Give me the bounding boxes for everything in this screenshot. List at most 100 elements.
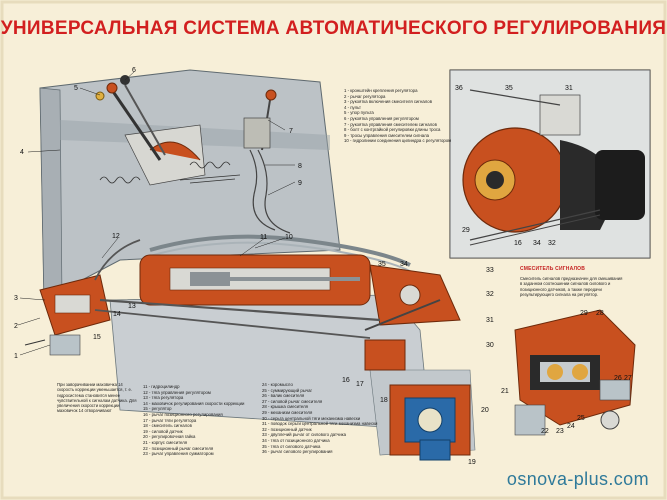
legend-item: 8 - болт с контргайкой регулировки длины… <box>344 127 441 133</box>
callout-7: 7 <box>289 128 293 135</box>
callout-4: 4 <box>20 149 24 156</box>
inset-callout-16: 16 <box>514 240 522 247</box>
inset-callout-34: 34 <box>533 240 541 247</box>
mixer-callout-29: 29 <box>580 310 588 317</box>
main-callouts: 4 5 6 7 8 9 10 11 12 13 14 15 3 2 1 16 1… <box>14 67 494 466</box>
callout-9: 9 <box>298 180 302 187</box>
callout-13: 13 <box>128 303 136 310</box>
callout-3: 3 <box>14 295 18 302</box>
callout-31: 31 <box>486 317 494 324</box>
legend-item: 12 - тяга управления регулятором <box>143 389 211 395</box>
mixer-callout-26: 26 <box>614 375 622 382</box>
callout-20: 20 <box>481 407 489 414</box>
inset-callouts: 36 35 31 29 16 34 32 <box>455 85 573 247</box>
mixer-callout-21: 21 <box>501 388 509 395</box>
legend-item: 5 - упор пульта <box>344 110 374 116</box>
legend-item: 15 - регулятор <box>143 406 172 412</box>
regulator <box>24 274 111 356</box>
legend-item: 4 - пульт <box>344 104 361 110</box>
watermark: osnova-plus.com <box>506 469 649 489</box>
legend-item: 28 - крышка смесителя <box>262 404 309 410</box>
legend-item: 19 - силовой датчик <box>143 428 183 434</box>
callout-33: 33 <box>486 267 494 274</box>
callout-17: 17 <box>356 381 364 388</box>
mixer-cutaway <box>514 309 636 436</box>
callout-1: 1 <box>14 353 18 360</box>
mixer-callout-23: 23 <box>556 428 564 435</box>
legend-item: 14 - маховичок регулирования скорости ко… <box>143 400 245 406</box>
callout-32: 32 <box>486 291 494 298</box>
legend-item: 34 - тяга от позиционного датчика <box>262 437 330 443</box>
callout-8: 8 <box>298 163 302 170</box>
callout-35: 35 <box>378 261 386 268</box>
legend-item: 13 - тяга регулятора <box>143 395 184 401</box>
legend-item: 35 - тяга от силового датчика <box>262 443 321 449</box>
mixer-callout-22: 22 <box>541 428 549 435</box>
inset-callout-35: 35 <box>505 85 513 92</box>
legend-bottom-col1: 11 - гидроцилиндр 12 - тяга управления р… <box>143 384 244 457</box>
callout-10: 10 <box>285 234 293 241</box>
mixer-callout-28: 28 <box>596 310 604 317</box>
regulator-rod <box>99 298 381 322</box>
legend-item: 25 - суммирующий рычаг <box>262 387 313 393</box>
inset-callout-29: 29 <box>462 227 470 234</box>
legend-item: 24 - коромысло <box>262 382 293 387</box>
force-sensor <box>389 384 471 461</box>
callout-16: 16 <box>342 377 350 384</box>
callout-11: 11 <box>260 234 267 241</box>
hydraulic-cylinder <box>139 254 461 326</box>
callout-19: 19 <box>468 459 476 466</box>
legend-item: 9 - тросы управления смесителем сигнала <box>344 132 430 138</box>
mixer-title: СМЕСИТЕЛЬ СИГНАЛОВ <box>520 266 586 272</box>
legend-top: 1 - кронштейн крепления регулятора 2 - р… <box>344 88 452 144</box>
legend-item: 3 - рукоятка включения смесителя сигнало… <box>344 99 432 105</box>
callout-30: 30 <box>486 342 494 349</box>
mixer-control-knob <box>243 89 291 234</box>
callout-14: 14 <box>113 311 121 318</box>
legend-item: 29 - механизм смесителя <box>262 409 313 415</box>
hydraulic-line <box>149 234 411 267</box>
legend-item: 26 - валик смесителя <box>262 393 305 399</box>
inset-regulator-panel <box>449 69 651 259</box>
lever-assembly <box>95 75 241 186</box>
callout-15: 15 <box>93 334 101 341</box>
legend-item: 11 - гидроцилиндр <box>143 384 180 389</box>
legend-item: 6 - рукоятка управления регулятором <box>344 115 419 121</box>
legend-bottom-col2: 24 - коромысло 25 - суммирующий рычаг 26… <box>262 382 377 455</box>
inset-callout-32: 32 <box>548 240 556 247</box>
legend-item: 32 - позиционный датчик <box>262 426 312 432</box>
legend-item: 18 - смеситель сигналов <box>143 423 192 429</box>
mixer-callout-27: 27 <box>624 375 632 382</box>
legend-item: 7 - рукоятка управления смесителем сигна… <box>344 121 437 127</box>
leader-lines <box>17 71 296 356</box>
legend-item: 17 - рычаг тяги регулятора <box>143 417 197 423</box>
legend-item: 1 - кронштейн крепления регулятора <box>344 88 418 93</box>
legend-item: 23 - рычаг управления сумматором <box>143 451 214 457</box>
correction-note: При заворачивании маховичка 14 скорость … <box>57 382 137 414</box>
callout-34: 34 <box>400 261 408 268</box>
page-title: УНИВЕРСАЛЬНАЯ СИСТЕМА АВТОМАТИЧЕСКОГО РЕ… <box>0 18 667 39</box>
callout-2: 2 <box>14 323 18 330</box>
inset-callout-31: 31 <box>565 85 573 92</box>
legend-item: 33 - двуплечий рычаг от силового датчика <box>262 432 347 438</box>
callout-6: 6 <box>132 67 136 74</box>
legend-item: 2 - рычаг регулятора <box>344 93 386 99</box>
legend-item: 22 - позиционный рычаг смесителя <box>143 445 214 451</box>
mixer-callout-24: 24 <box>567 423 575 430</box>
callout-12: 12 <box>112 233 120 240</box>
legend-item: 21 - корпус смесителя <box>143 439 188 445</box>
mixer-callout-25: 25 <box>577 415 585 422</box>
legend-item: 16 - рычаг позиционного регулирования <box>143 411 223 417</box>
legend-item: 30 - серьга центральной тяги механизма н… <box>262 415 361 421</box>
legend-item: 36 - рычаг силового регулирования <box>262 449 333 455</box>
mixer-unit <box>364 299 441 371</box>
legend-item: 20 - регулировочная гайка <box>143 434 196 440</box>
callout-18: 18 <box>380 397 388 404</box>
legend-item: 10 - гидролинии соединения цилиндра с ре… <box>344 138 452 144</box>
mixer-callouts: 29 28 21 26 27 25 24 22 23 <box>501 310 632 435</box>
legend-item: 31 - поводок серьги центральной тяги мех… <box>262 421 378 427</box>
mixer-description: Смеситель сигналов предназначен для смеш… <box>520 276 623 297</box>
